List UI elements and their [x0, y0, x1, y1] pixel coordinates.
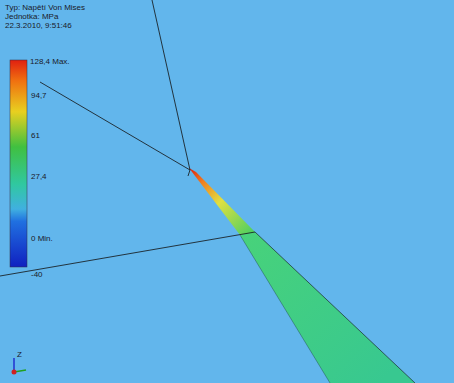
- green-wedge: [240, 232, 415, 383]
- stress-strip: [189, 168, 255, 235]
- edge-line: [152, 0, 190, 170]
- edge-line: [240, 235, 330, 383]
- scale-value: 27,4: [31, 172, 47, 181]
- scale-value: 94,7: [31, 91, 47, 100]
- scale-value: 0 Min.: [31, 234, 53, 243]
- scale-value: -40: [31, 270, 43, 279]
- color-bar: [10, 60, 27, 267]
- scale-value: 61: [31, 131, 40, 140]
- axis-label: Z: [17, 350, 22, 359]
- unit: Jednotka: MPa: [5, 12, 58, 21]
- scale-value: 128,4 Max.: [30, 57, 70, 66]
- result-type: Typ: Napětí Von Mises: [5, 3, 85, 12]
- edge-line: [40, 82, 190, 170]
- axis-origin: [12, 370, 17, 375]
- edge-line: [255, 232, 415, 383]
- timestamp: 22.3.2010, 9:51:46: [5, 21, 72, 30]
- edge-line: [0, 232, 255, 276]
- edge-line: [188, 170, 190, 176]
